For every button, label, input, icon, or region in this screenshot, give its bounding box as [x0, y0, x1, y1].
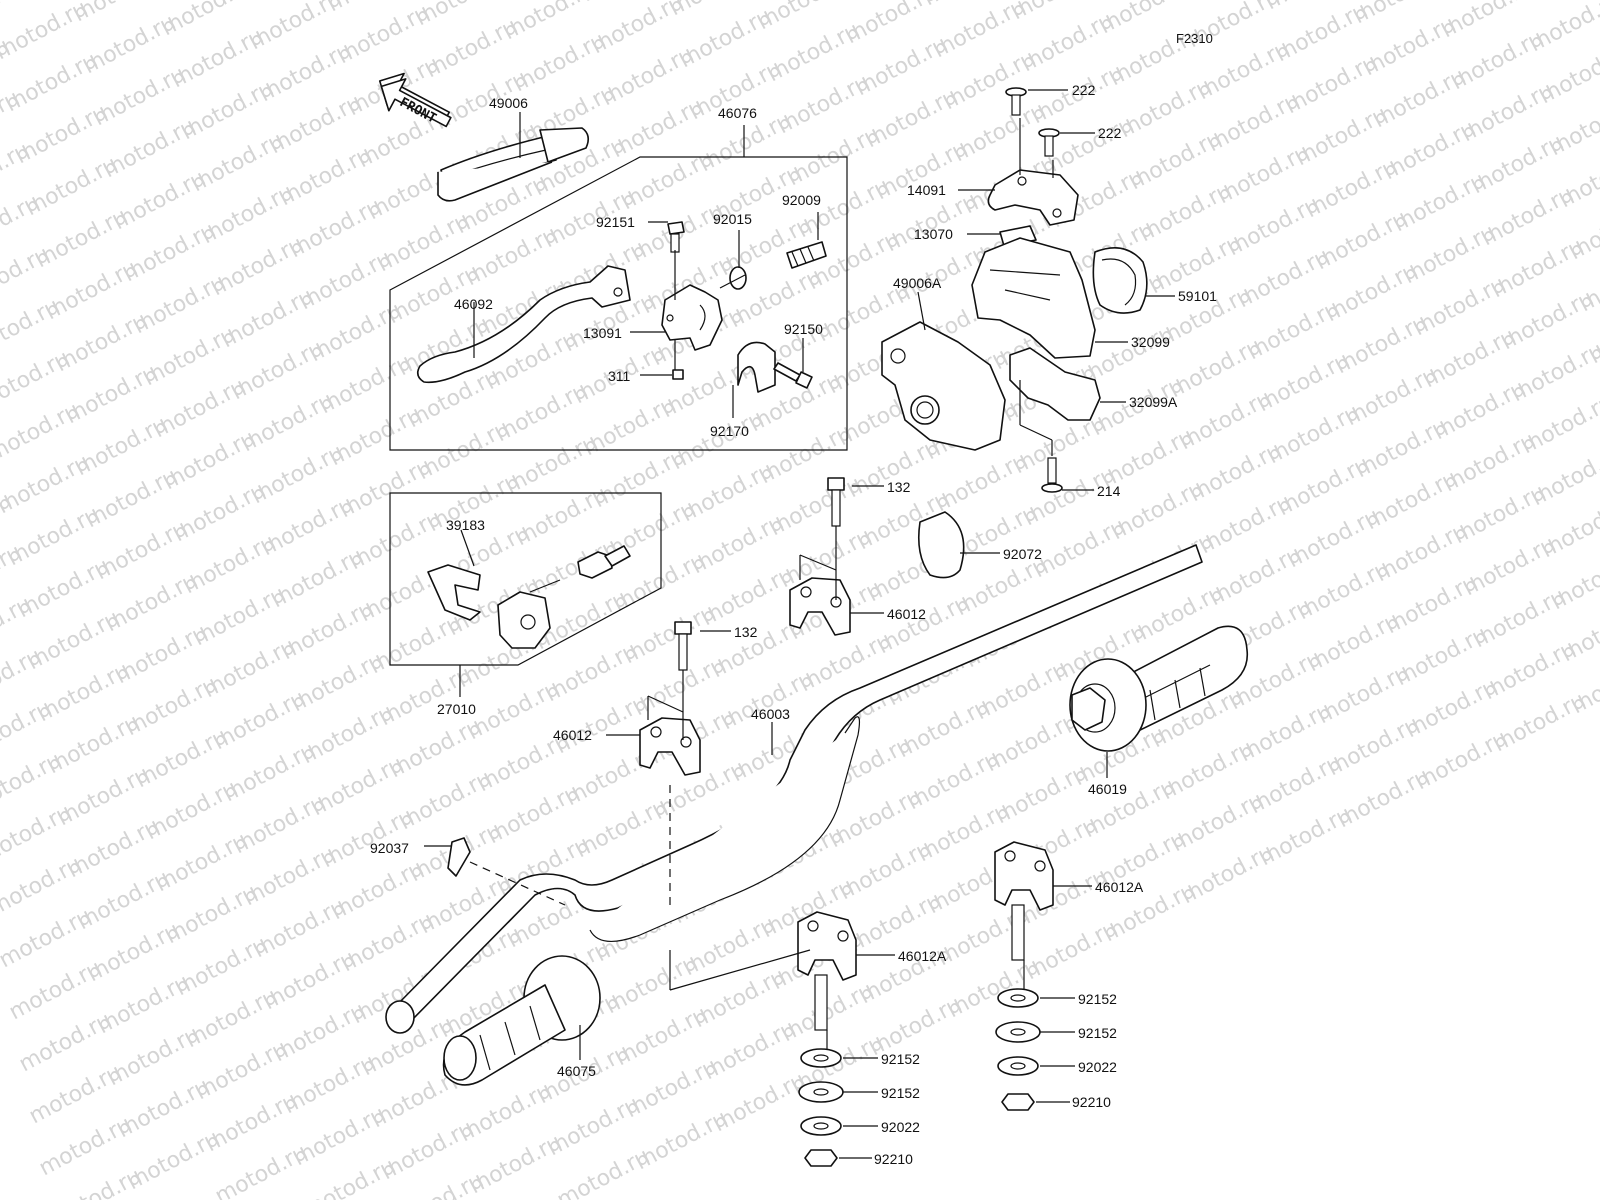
bolt-132-lower [674, 621, 692, 671]
cable-band [917, 511, 965, 579]
guard-mount [881, 321, 1006, 451]
throttle-housing-lower [1009, 347, 1101, 421]
part-label-46003: 46003 [751, 706, 790, 722]
holder-hole [650, 726, 662, 738]
part-label-92210-right: 92210 [1072, 1094, 1111, 1110]
part-label-92072: 92072 [1003, 546, 1042, 562]
part-label-92009: 92009 [782, 192, 821, 208]
switch-button [520, 614, 536, 630]
adjuster-screw [786, 241, 827, 269]
part-label-59101: 59101 [1178, 288, 1217, 304]
watermark-text: motod.ru [1525, 0, 1600, 57]
part-label-46012A-left: 46012A [898, 948, 947, 964]
switch-connector [577, 551, 613, 579]
handlebar-holder-upper-2 [639, 717, 701, 776]
part-label-46012A-right: 46012A [1095, 879, 1144, 895]
part-label-49006A: 49006A [893, 275, 942, 291]
part-label-27010: 27010 [437, 701, 476, 717]
part-label-222-lower: 222 [1098, 125, 1122, 141]
part-label-92152-right-2: 92152 [1078, 1025, 1117, 1041]
switch-wire [529, 579, 561, 593]
part-label-92037: 92037 [370, 840, 409, 856]
handlebar [385, 544, 1203, 1034]
mount-hole [890, 348, 906, 364]
part-label-92022-left: 92022 [881, 1119, 920, 1135]
washer-stack-left [798, 1048, 844, 1167]
part-labels: 49006 46076 92151 92015 92009 46092 1309… [370, 82, 1217, 1167]
diagram-code: F2310 [1176, 31, 1213, 46]
part-label-39183: 39183 [446, 517, 485, 533]
assembly-lines [469, 118, 1054, 1050]
part-label-46092: 46092 [454, 296, 493, 312]
switch-connector-2 [604, 545, 631, 567]
mount-bore-inner [916, 401, 934, 419]
part-label-311: 311 [608, 368, 631, 384]
housing-detail [989, 269, 1061, 301]
screw-222-lower [1038, 128, 1060, 157]
part-label-46019: 46019 [1088, 781, 1127, 797]
part-label-92152-left-1: 92152 [881, 1051, 920, 1067]
grip-right [1069, 625, 1249, 752]
part-label-13091: 13091 [583, 325, 622, 341]
part-label-92150: 92150 [784, 321, 823, 337]
part-label-14091: 14091 [907, 182, 946, 198]
washer-stack-right [995, 988, 1041, 1111]
holder-hole [800, 586, 812, 598]
part-label-49006: 49006 [489, 95, 528, 111]
part-label-46075: 46075 [557, 1063, 596, 1079]
part-label-32099A: 32099A [1129, 394, 1178, 410]
throttle-housing [971, 237, 1096, 359]
screw-214 [1041, 457, 1063, 493]
bolt-92150 [773, 362, 813, 389]
part-label-92152-left-2: 92152 [881, 1085, 920, 1101]
part-label-92170: 92170 [710, 423, 749, 439]
bolt-132-upper [827, 477, 845, 527]
switch-bracket [427, 564, 481, 621]
part-label-132-lower: 132 [734, 624, 758, 640]
cover-hole [1052, 208, 1062, 218]
part-label-46012-upper: 46012 [887, 606, 926, 622]
riser-right [994, 841, 1054, 961]
part-label-214: 214 [1097, 483, 1121, 499]
part-label-92151: 92151 [596, 214, 635, 230]
part-label-46076: 46076 [718, 105, 757, 121]
part-label-46012-lower: 46012 [553, 727, 592, 743]
leader-lines [424, 89, 1175, 1159]
screw-222-upper [1005, 87, 1027, 116]
part-label-92152-right-1: 92152 [1078, 991, 1117, 1007]
part-label-13070: 13070 [914, 226, 953, 242]
grip-left [442, 955, 601, 1086]
part-label-92015: 92015 [713, 211, 752, 227]
nut-311 [672, 369, 684, 380]
part-label-32099: 32099 [1131, 334, 1170, 350]
riser-left [797, 911, 857, 1031]
part-label-132-upper: 132 [887, 479, 911, 495]
clutch-lever-group-box [389, 156, 848, 451]
part-label-92022-right: 92022 [1078, 1059, 1117, 1075]
lever-holder [661, 284, 723, 351]
hand-guard [437, 127, 590, 202]
wire-clip [447, 837, 471, 877]
part-label-92210-left: 92210 [874, 1151, 913, 1167]
lever-clamp [737, 341, 776, 393]
switch-group-box [389, 492, 662, 666]
cover-hole [1017, 176, 1027, 186]
band-inner [1101, 258, 1137, 306]
part-label-222-upper: 222 [1072, 82, 1096, 98]
